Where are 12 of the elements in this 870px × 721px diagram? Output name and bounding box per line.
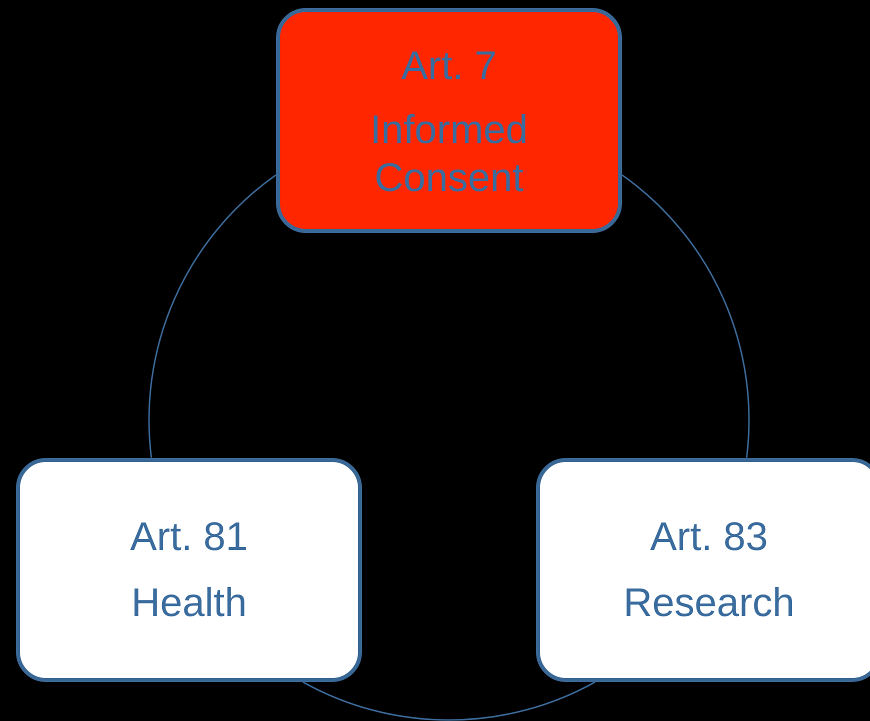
- connector-arc: [148, 174, 276, 458]
- box-text: Informed Consent: [369, 107, 529, 202]
- connector-arc: [302, 681, 596, 721]
- box-text: Art. 81: [130, 514, 248, 561]
- rounded-box: [536, 458, 870, 682]
- box-text: Art. 83: [650, 514, 768, 561]
- box-text: Health: [131, 580, 247, 627]
- connector-arc: [622, 174, 750, 458]
- rounded-box: [16, 458, 362, 682]
- rounded-box: [276, 8, 622, 233]
- box-text: Research: [623, 580, 795, 627]
- box-text: Art. 7: [401, 43, 497, 90]
